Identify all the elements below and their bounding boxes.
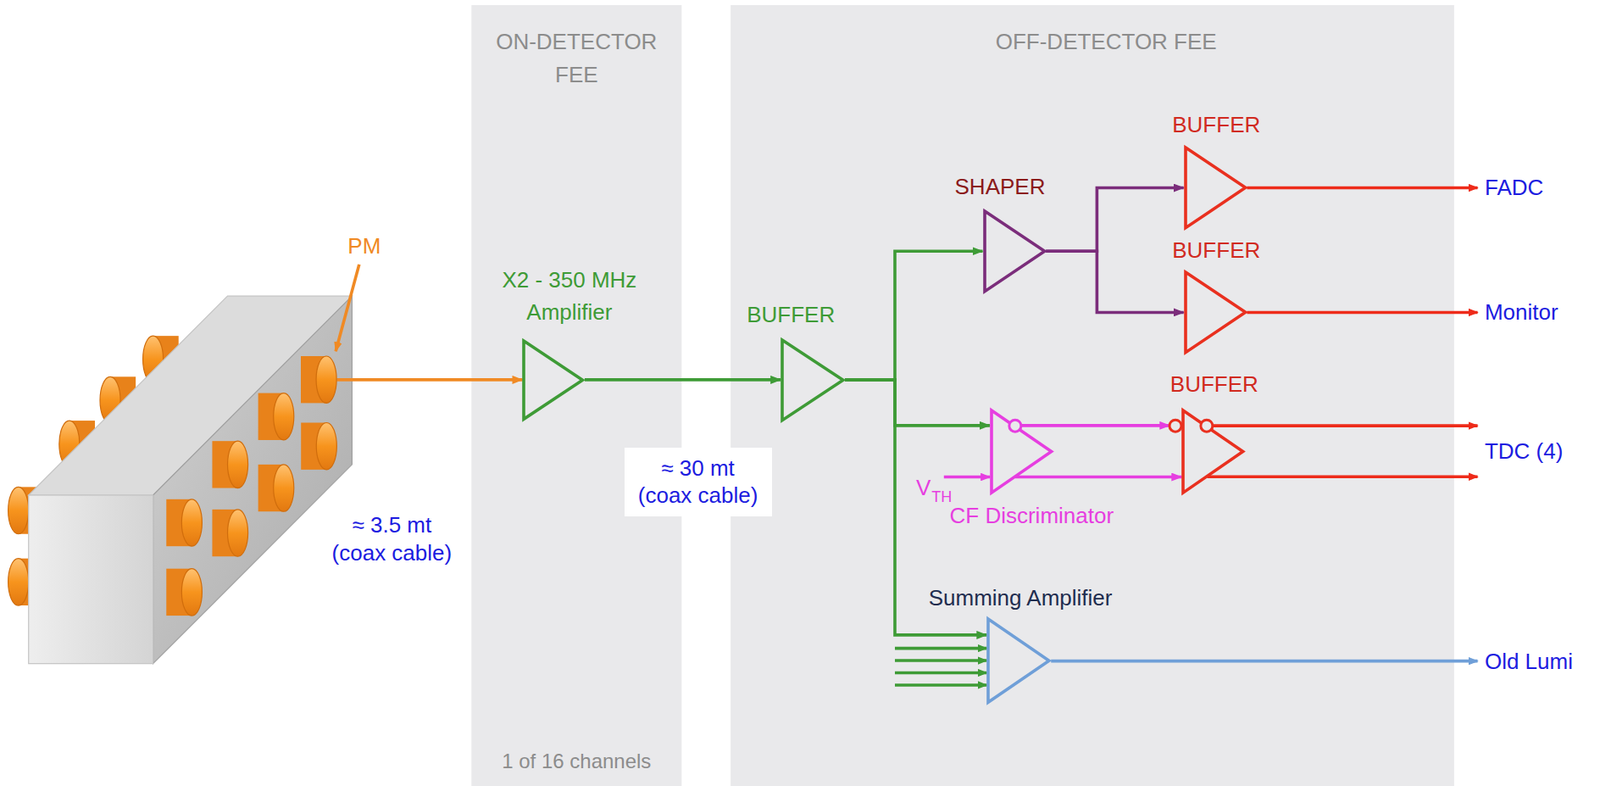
amplifier-outline [523, 340, 583, 419]
cable-length: ≈ 3.5 mt (coax cable) [327, 511, 456, 567]
threshold-subscript: TH [931, 487, 952, 507]
pmt-tube [300, 422, 337, 469]
buffer-label: BUFFER [1172, 111, 1261, 139]
signal-connector [844, 379, 990, 426]
pmt-tube [300, 355, 337, 403]
buffer-node: BUFFER [780, 338, 845, 423]
panel-ground [730, 5, 1455, 786]
inverting-bubble [1169, 419, 1182, 432]
threshold-wire [944, 475, 990, 479]
amplifier-label: X2 - 350 MHz Amplifier [493, 264, 646, 328]
pmt-tube [166, 499, 202, 546]
signal-connector [1045, 250, 1184, 312]
buffer-label: BUFFER [746, 300, 835, 329]
buffer-node: BUFFER [1181, 408, 1245, 495]
amplifier-symbol [522, 338, 584, 421]
signal-connector [1045, 188, 1184, 252]
buffer-node: BUFFER [1183, 145, 1248, 230]
pm-label: PM [347, 232, 381, 261]
buffer-label: BUFFER [1170, 370, 1259, 399]
panel-heading: OFF-DETECTOR FEE [995, 25, 1217, 59]
inverting-bubble [1200, 419, 1213, 432]
pmt-face [316, 355, 337, 403]
signal-connector [844, 250, 984, 380]
discriminator-label: CF Discriminator [950, 501, 1115, 530]
drawing-group [8, 5, 1478, 786]
pmt-tube [211, 509, 248, 556]
input-wire [894, 658, 987, 662]
output-name: Monitor [1484, 298, 1559, 327]
amplifier-outline [991, 410, 1052, 493]
shaper-node: SHAPER [983, 209, 1047, 294]
signal-connector [1021, 423, 1171, 428]
shaper-label: SHAPER [955, 172, 1046, 201]
cable-length: ≈ 30 mt (coax cable) [624, 447, 773, 517]
threshold-symbol: V [916, 473, 931, 502]
summing-label: Summing Amplifier [928, 583, 1113, 612]
output-name: Old Lumi [1484, 647, 1573, 676]
amplifier-outline [1185, 147, 1246, 228]
amplifier-outline [1183, 410, 1244, 493]
input-wire [894, 671, 987, 675]
output-wire [1246, 186, 1478, 190]
discriminator-node: CF Discriminator [989, 408, 1054, 495]
buffer-node: BUFFER [1183, 270, 1248, 355]
input-wire [894, 683, 987, 687]
off-detector-panel: BUFFER SHAPER BUFFER BUFFER CF Discriminator… [730, 5, 1455, 786]
amplifier-symbol [983, 209, 1047, 294]
output-wire [1050, 659, 1478, 663]
amplifier-outline [984, 211, 1045, 292]
signal-connector [584, 377, 781, 382]
output-name: TDC (4) [1484, 437, 1563, 466]
output-wire [1206, 475, 1478, 479]
amplifier-outline [988, 618, 1050, 702]
amplifier-symbol [1183, 270, 1248, 355]
amplifier-symbol [1183, 145, 1248, 230]
input-wire [894, 646, 987, 650]
inverting-bubble [1009, 419, 1022, 432]
amplifier-symbol [989, 408, 1054, 495]
on-detector-panel: X2 - 350 MHz Amplifier ON-DETECTOR FEE 1 o… [471, 5, 682, 786]
panel-ground [471, 5, 682, 786]
output-name: FADC [1484, 173, 1544, 202]
output-wire [1246, 311, 1478, 315]
amplifier-symbol [986, 616, 1051, 704]
amplifier-symbol [1181, 408, 1245, 495]
pmt-tube [258, 393, 295, 440]
output-wire [1213, 423, 1478, 428]
leader-arrow [335, 264, 360, 351]
buffer-label: BUFFER [1172, 236, 1261, 265]
pmt-tube [211, 440, 248, 488]
signal-connector [1015, 475, 1183, 479]
detector-front-face [28, 494, 154, 664]
panel-heading: ON-DETECTOR FEE [478, 25, 674, 92]
pm-tube: PM [300, 355, 337, 403]
pmt-tube [166, 568, 202, 616]
channel-note: 1 of 16 channels [501, 748, 651, 774]
amplifier-outline [782, 339, 844, 421]
pmt-tube [258, 464, 295, 512]
amplifier-symbol [780, 338, 845, 423]
signal-connector [336, 377, 523, 382]
detector-side-face [153, 295, 353, 663]
summing-amplifier-node: Summing Amplifier [986, 616, 1051, 704]
amplifier-node: X2 - 350 MHz Amplifier [522, 338, 584, 421]
amplifier-outline [1185, 272, 1246, 353]
